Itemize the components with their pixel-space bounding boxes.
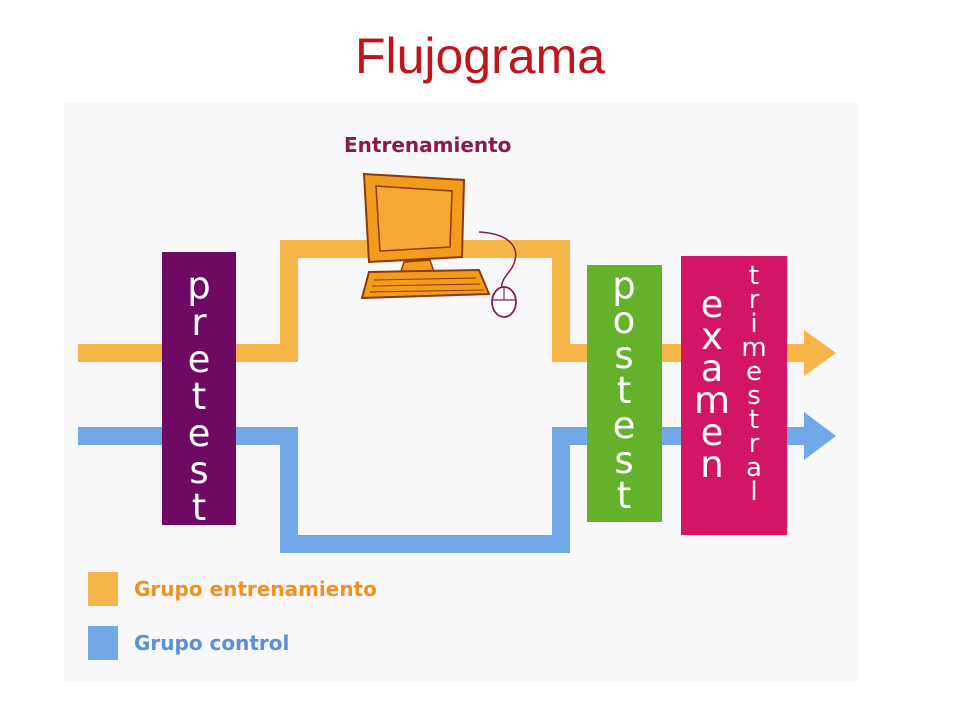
pretest-letter: e [188, 412, 211, 455]
computer-icon [360, 172, 517, 300]
postest-letter: s [614, 334, 633, 377]
pretest-letter: r [191, 301, 207, 344]
training-arrowhead [804, 330, 836, 376]
examen-letter: m [694, 379, 730, 422]
examen-letter: e [701, 411, 724, 454]
trimestral-letter: m [741, 333, 766, 363]
pretest-letter: t [192, 486, 207, 529]
pretest-letter: p [187, 264, 211, 307]
trimestral-letter: r [749, 429, 760, 459]
postest-letter: t [617, 474, 632, 517]
trimestral-letter: r [749, 285, 760, 315]
control-arrowhead [804, 412, 836, 460]
legend-swatch-training [88, 572, 118, 606]
postest-letter: t [617, 369, 632, 412]
mouse-icon [491, 286, 517, 318]
pretest-box [162, 252, 236, 525]
postest-letter: e [613, 404, 636, 447]
postest-letter: p [612, 264, 636, 307]
legend-label-training: Grupo entrenamiento [134, 577, 377, 601]
legend-swatch-control [88, 626, 118, 660]
training-label: Entrenamiento [344, 133, 511, 157]
trimestral-letter: l [750, 477, 757, 507]
pretest-letter: t [192, 375, 207, 418]
trimestral-letter: e [746, 357, 762, 387]
postest-letter: s [614, 439, 633, 482]
page-title: Flujograma [354, 28, 606, 84]
trimestral-letter: a [746, 453, 762, 483]
trimestral-letter: t [749, 261, 759, 291]
trimestral-letter: s [747, 381, 761, 411]
pretest-letter: e [188, 338, 211, 381]
examen-trimestral-box [681, 256, 787, 535]
pretest-letter: s [189, 449, 208, 492]
examen-letter: e [701, 283, 724, 326]
trimestral-letter: i [750, 309, 757, 339]
examen-letter: n [700, 443, 723, 486]
postest-box [587, 265, 662, 522]
postest-letter: o [613, 299, 636, 342]
trimestral-letter: t [749, 405, 759, 435]
legend-label-control: Grupo control [134, 631, 289, 655]
examen-letter: x [701, 315, 723, 358]
examen-letter: a [701, 347, 724, 390]
